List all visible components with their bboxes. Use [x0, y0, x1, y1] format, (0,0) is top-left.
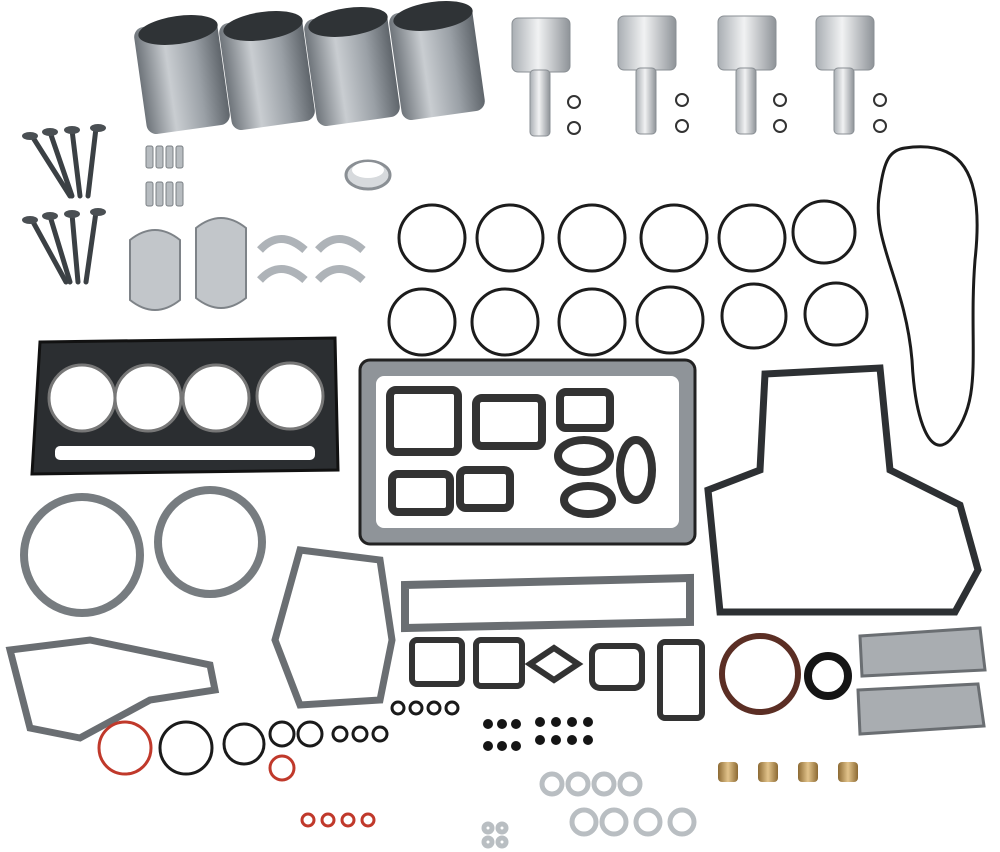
head-gasket — [30, 336, 340, 476]
gasket-sheet — [358, 358, 697, 546]
cylinder-liner — [389, 1, 485, 121]
cylinder-liner — [134, 15, 230, 135]
manifold-gasket — [401, 573, 694, 633]
cylinder-liner — [304, 7, 400, 127]
round-gaskets — [20, 486, 266, 617]
valve-cover-gasket — [876, 145, 979, 447]
o-rings — [97, 700, 460, 828]
piston — [717, 15, 787, 135]
piston — [617, 15, 689, 135]
valve-stem-seals — [483, 717, 593, 751]
piston — [511, 17, 581, 137]
valve-guides — [145, 145, 184, 207]
cylinder-liner — [219, 11, 315, 131]
manifold-gaskets-small — [856, 626, 987, 736]
bronze-bushings — [718, 762, 858, 782]
valves — [29, 125, 99, 285]
piston-rings — [387, 199, 869, 357]
piston — [815, 15, 887, 135]
cam-bushing — [344, 159, 392, 191]
timing-cover-gasket — [704, 364, 982, 616]
rear-plate-gasket — [271, 546, 396, 709]
pistons — [511, 15, 887, 137]
crank-seals — [719, 633, 852, 715]
cylinder-liners — [134, 1, 485, 135]
flange-gaskets — [409, 637, 705, 721]
washers — [481, 771, 697, 849]
main-bearings — [129, 217, 247, 311]
oil-pump-gasket — [5, 636, 220, 742]
thrust-washers — [257, 235, 366, 284]
